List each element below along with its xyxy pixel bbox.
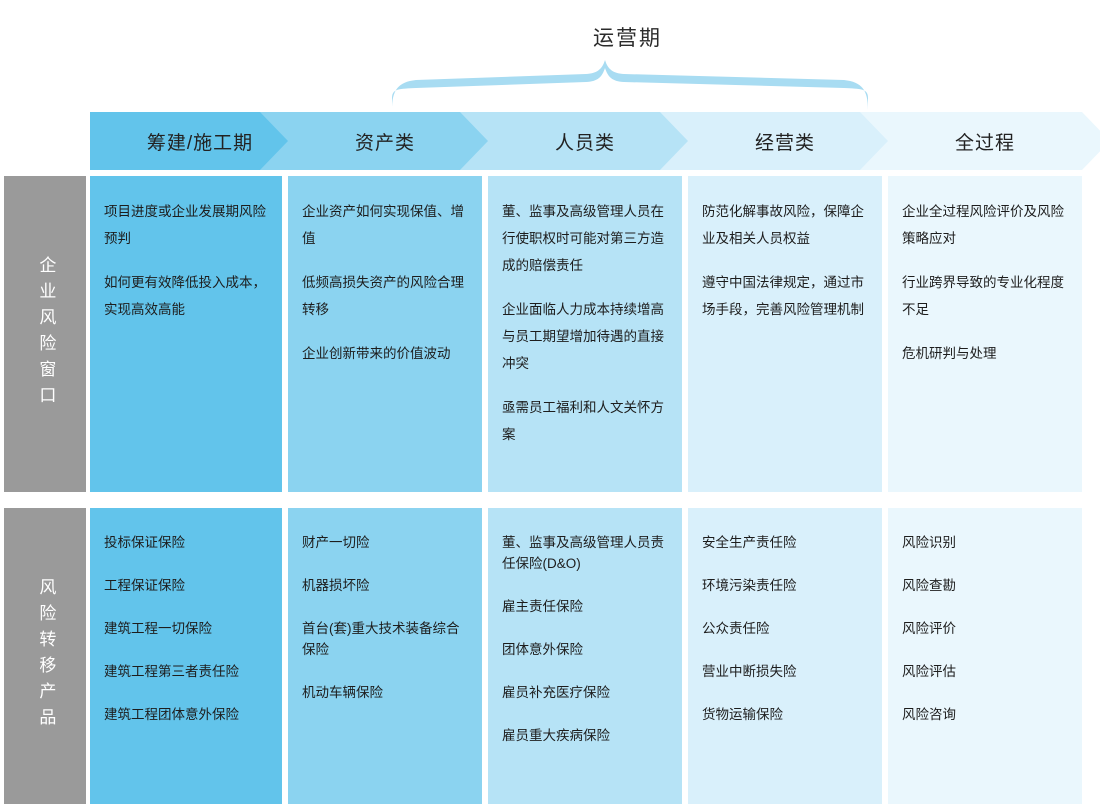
cell-item: 企业资产如何实现保值、增值: [302, 204, 464, 246]
cell-item: 如何更有效降低投入成本，实现高效高能: [104, 275, 266, 317]
cell-item: 环境污染责任险: [702, 577, 797, 593]
header-col-operation[interactable]: 经营类: [660, 112, 910, 170]
cell-item: 风险识别: [902, 535, 956, 550]
cell-item: 项目进度或企业发展期风险预判: [104, 204, 266, 246]
cell-item: 亟需员工福利和人文关怀方案: [502, 400, 664, 442]
cell-row-risk-window-col-personnel[interactable]: 董、监事及高级管理人员在行使职权时可能对第三方造成的赔偿责任企业面临人力成本持续…: [488, 176, 682, 492]
header-col-whole[interactable]: 全过程: [860, 112, 1100, 170]
cell-row-risk-window-col-whole[interactable]: 企业全过程风险评价及风险策略应对行业跨界导致的专业化程度不足危机研判与处理: [888, 176, 1082, 492]
cell-item: 机器损坏险: [302, 577, 370, 593]
cell-item: 行业跨界导致的专业化程度不足: [902, 275, 1064, 317]
cell-item: 遵守中国法律规定，通过市场手段，完善风险管理机制: [702, 275, 864, 317]
header-label: 全过程: [954, 132, 1015, 154]
cell-item: 低频高损失资产的风险合理转移: [302, 275, 464, 317]
cell-row-transfer-products-col-personnel[interactable]: 董、监事及高级管理人员责任保险(D&O) 雇主责任保险团体意外保险雇员补充医疗保险…: [488, 508, 682, 804]
cell-item: 风险评价: [902, 620, 956, 636]
cell-item: 机动车辆保险: [302, 684, 383, 700]
cell-item: 建筑工程团体意外保险: [104, 706, 239, 722]
header-col-asset[interactable]: 资产类: [260, 112, 510, 170]
row-label-text: 风险转移产品: [36, 578, 56, 734]
cell-row-transfer-products-col-construction[interactable]: 投标保证保险工程保证保险建筑工程一切保险建筑工程第三者责任险建筑工程团体意外保险: [90, 508, 282, 804]
header-label: 人员类: [554, 132, 615, 154]
row-label-row-risk-window: 企业风险窗口: [4, 176, 86, 492]
cell-item: 公众责任险: [702, 620, 770, 636]
cell-item: 建筑工程一切保险: [104, 620, 212, 636]
cell-item: 团体意外保险: [502, 641, 583, 657]
cell-item: 企业全过程风险评价及风险策略应对: [902, 204, 1064, 246]
cell-item: 首台(套)重大技术装备综合保险: [302, 620, 460, 657]
cell-item: 董、监事及高级管理人员在行使职权时可能对第三方造成的赔偿责任: [502, 204, 664, 273]
cell-row-transfer-products-col-operation[interactable]: 安全生产责任险环境污染责任险公众责任险营业中断损失险货物运输保险: [688, 508, 882, 804]
cell-row-risk-window-col-asset[interactable]: 企业资产如何实现保值、增值低频高损失资产的风险合理转移企业创新带来的价值波动: [288, 176, 482, 492]
cell-item: 工程保证保险: [104, 577, 185, 593]
cell-item: 防范化解事故风险，保障企业及相关人员权益: [702, 204, 864, 246]
cell-item: 安全生产责任险: [702, 535, 797, 550]
column-headers: 筹建/施工期 资产类 人员类 经营类 全过程: [0, 112, 1100, 170]
cell-item: 营业中断损失险: [702, 663, 797, 679]
cell-item: 投标保证保险: [104, 535, 185, 550]
cell-row-risk-window-col-construction[interactable]: 项目进度或企业发展期风险预判如何更有效降低投入成本，实现高效高能: [90, 176, 282, 492]
cell-item: 风险评估: [902, 663, 956, 679]
cell-item: 企业创新带来的价值波动: [302, 346, 451, 361]
cell-item: 危机研判与处理: [902, 346, 997, 361]
header-label: 筹建/施工期: [146, 132, 254, 154]
cell-item: 董、监事及高级管理人员责任保险(D&O): [502, 535, 664, 571]
cell-item: 建筑工程第三者责任险: [104, 663, 239, 679]
cell-item: 雇员重大疾病保险: [502, 727, 610, 743]
row-label-row-transfer-products: 风险转移产品: [4, 508, 86, 804]
header-label: 经营类: [754, 132, 815, 154]
header-label: 资产类: [354, 132, 415, 154]
cell-item: 风险查勘: [902, 577, 956, 593]
bracket-caption: 运营期: [593, 27, 662, 50]
cell-item: 货物运输保险: [702, 706, 783, 722]
cell-item: 风险咨询: [902, 706, 956, 722]
cell-item: 雇主责任保险: [502, 598, 583, 614]
cell-row-transfer-products-col-asset[interactable]: 财产一切险机器损坏险首台(套)重大技术装备综合保险机动车辆保险: [288, 508, 482, 804]
header-col-personnel[interactable]: 人员类: [460, 112, 710, 170]
cell-row-risk-window-col-operation[interactable]: 防范化解事故风险，保障企业及相关人员权益遵守中国法律规定，通过市场手段，完善风险…: [688, 176, 882, 492]
cell-item: 雇员补充医疗保险: [502, 684, 610, 700]
cell-row-transfer-products-col-whole[interactable]: 风险识别风险查勘风险评价风险评估风险咨询: [888, 508, 1082, 804]
cell-item: 财产一切险: [302, 535, 370, 550]
row-label-text: 企业风险窗口: [36, 256, 56, 412]
cell-item: 企业面临人力成本持续增高与员工期望增加待遇的直接冲突: [502, 302, 664, 371]
operation-period-bracket-icon: [392, 60, 868, 110]
